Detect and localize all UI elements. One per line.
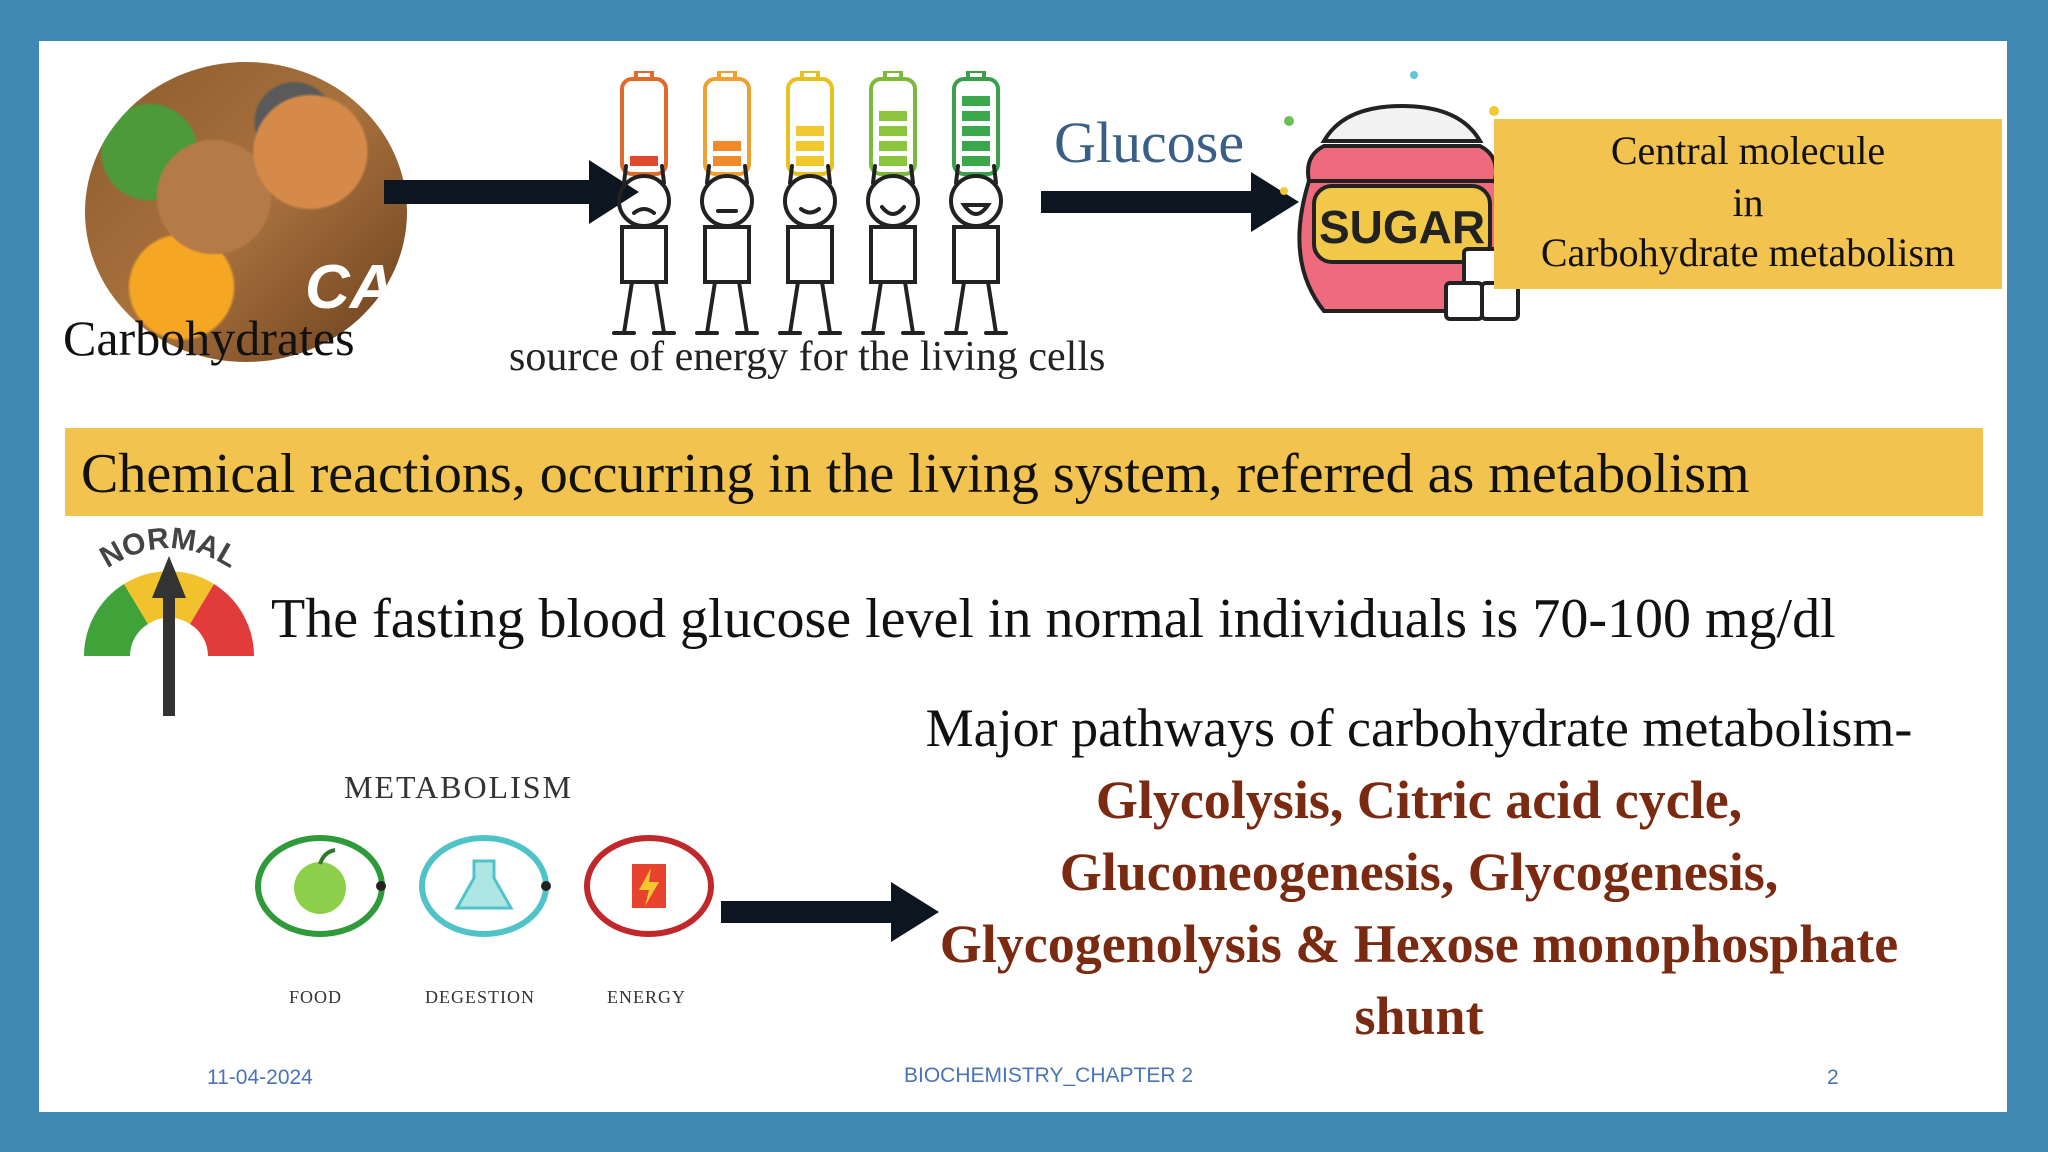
footer-date: 11-04-2024 xyxy=(207,1066,313,1089)
metabolism-title: METABOLISM xyxy=(344,769,573,805)
carbohydrates-label: Carbohydrates xyxy=(63,310,355,366)
step-digestion: DEGESTION xyxy=(425,987,535,1007)
energy-caption: source of energy for the living cells xyxy=(509,334,1106,380)
central-molecule-box: Central molecule in Carbohydrate metabol… xyxy=(1494,119,2002,289)
arrow-right-icon xyxy=(1041,172,1299,232)
carbohydrate-food-image: CAR xyxy=(85,62,407,362)
pathways-line-2: Gluconeogenesis, Glycogenesis, xyxy=(1059,842,1779,902)
glucose-level-text: The fasting blood glucose level in norma… xyxy=(271,588,1836,650)
food-image-text: CAR xyxy=(305,253,407,322)
sugar-label: SUGAR xyxy=(1319,201,1485,253)
central-line-2: in xyxy=(1732,180,1764,225)
central-line-3: Carbohydrate metabolism xyxy=(1540,230,1956,275)
step-food: FOOD xyxy=(289,987,343,1007)
metabolism-cycle-icons xyxy=(255,835,714,937)
arrow-right-icon xyxy=(721,882,939,942)
normal-gauge-icon: NORMAL xyxy=(84,522,254,716)
footer-title: BIOCHEMISTRY_CHAPTER 2 xyxy=(904,1064,1194,1087)
pathways-line-4: shunt xyxy=(1354,986,1484,1046)
central-line-1: Central molecule xyxy=(1610,128,1886,173)
glucose-label: Glucose xyxy=(1054,110,1245,175)
battery-people-icon xyxy=(612,71,1008,335)
footer-page-number: 2 xyxy=(1827,1066,1839,1089)
arrow-right-icon xyxy=(384,160,639,224)
banner-text: Chemical reactions, occurring in the liv… xyxy=(81,443,1750,505)
pathways-line-3: Glycogenolysis & Hexose monophosphate xyxy=(939,914,1899,974)
step-energy: ENERGY xyxy=(607,987,686,1007)
slide: CAR Carbohydrates xyxy=(39,41,2007,1112)
metabolism-definition-banner: Chemical reactions, occurring in the liv… xyxy=(65,428,1983,516)
pathways-line-1: Glycolysis, Citric acid cycle, xyxy=(1095,770,1743,830)
pathways-heading: Major pathways of carbohydrate metabolis… xyxy=(925,698,1913,758)
sugar-sack-icon: SUGAR xyxy=(1280,71,1520,321)
